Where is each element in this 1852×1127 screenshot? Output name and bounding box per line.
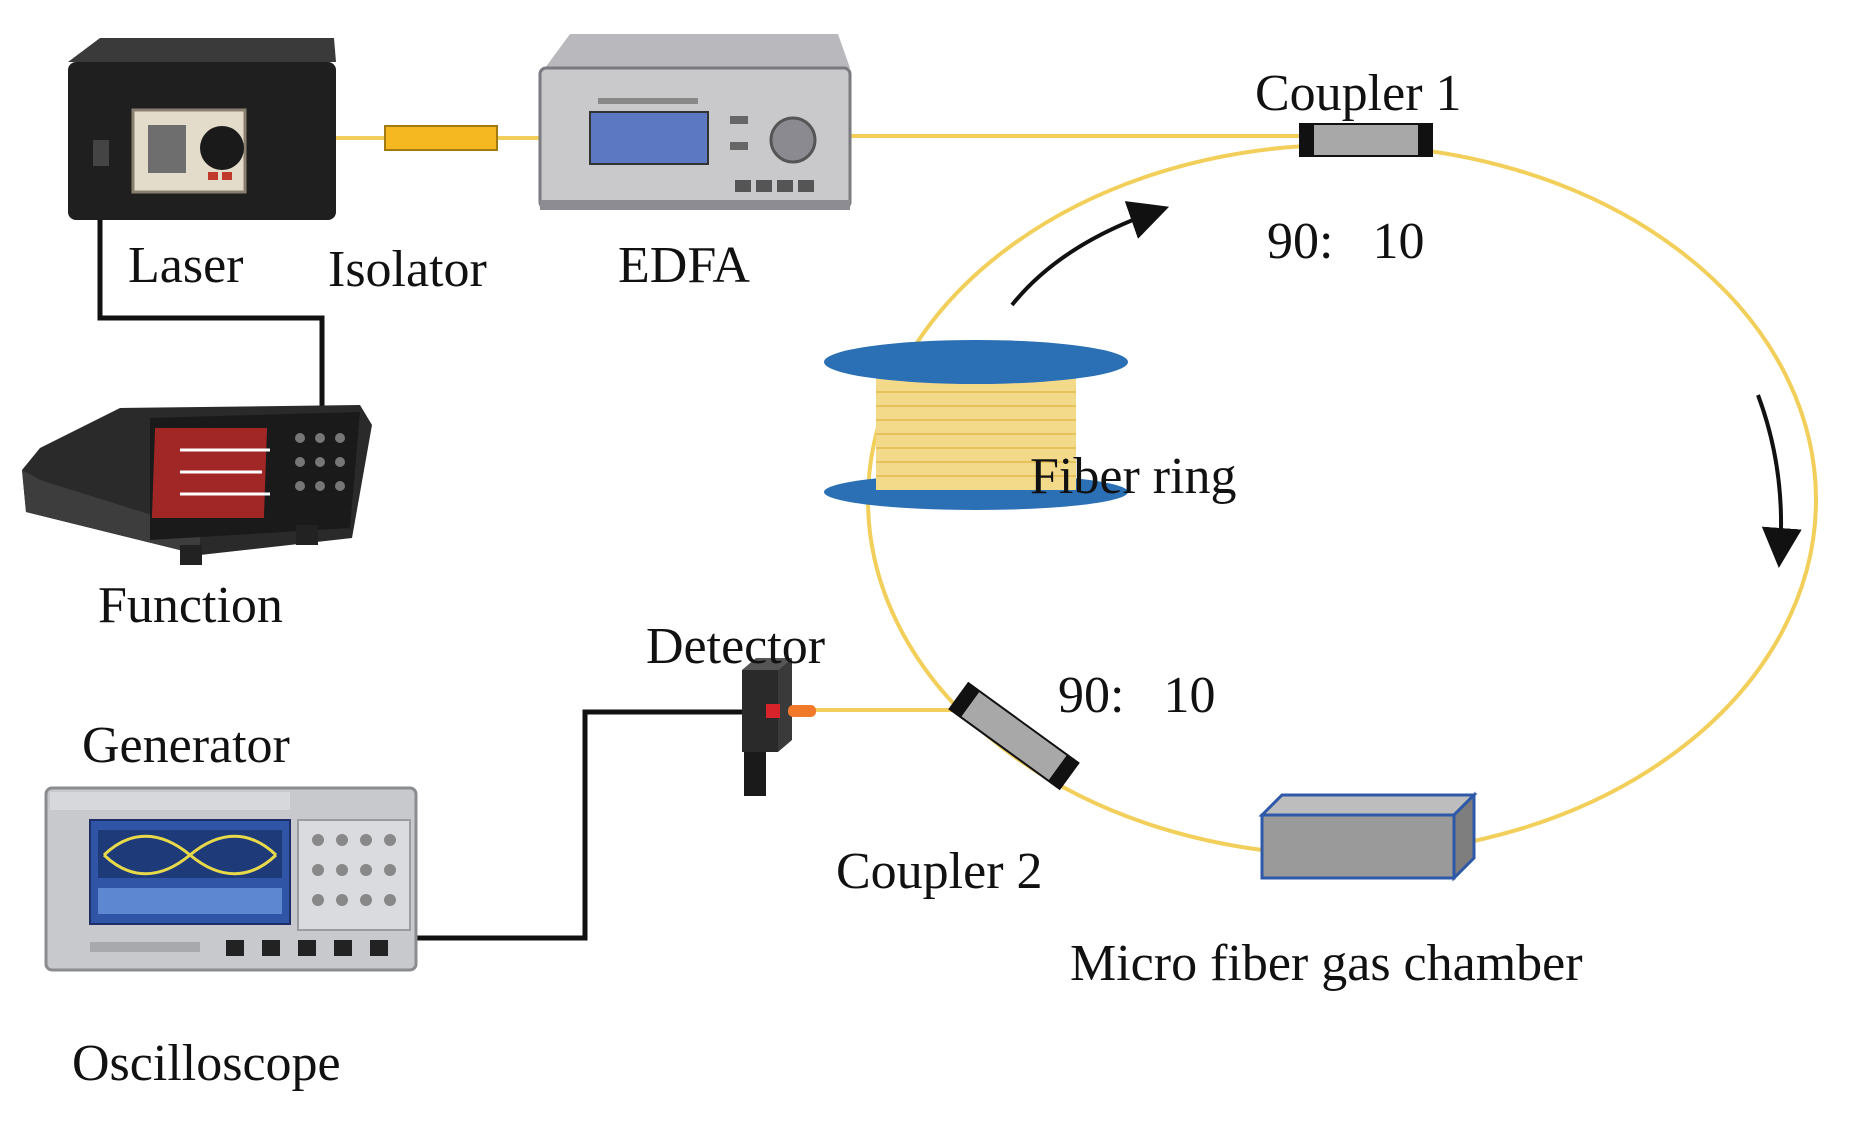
oscilloscope-label: Oscilloscope	[72, 1035, 341, 1092]
fiber-spool-icon	[824, 340, 1128, 510]
coupler2-icon	[948, 681, 1080, 791]
laser-label: Laser	[128, 237, 243, 294]
oscilloscope-icon	[44, 786, 418, 972]
coupler2-label: Coupler 2	[836, 843, 1043, 900]
coupler2-ratio-label: 90: 10	[1058, 667, 1215, 724]
function-generator-icon	[22, 405, 372, 565]
isolator-label: Isolator	[328, 241, 487, 298]
function-generator-label-line2: Generator	[82, 717, 290, 774]
gas-chamber-label: Micro fiber gas chamber	[1070, 935, 1583, 992]
photodetector-icon	[742, 658, 816, 796]
detector-label: Detector	[646, 618, 825, 675]
fiber-ring-label: Fiber ring	[1030, 448, 1237, 505]
edfa-label: EDFA	[618, 237, 750, 294]
oscilloscope-to-detector-cable	[415, 709, 745, 941]
coupler1-icon	[1299, 123, 1433, 157]
coupler1-label: Coupler 1	[1255, 65, 1462, 122]
coupler1-ratio-label: 90: 10	[1267, 213, 1424, 270]
ring-direction-arrow-top	[1010, 201, 1170, 307]
isolator-icon	[384, 125, 498, 151]
ring-direction-arrow-right	[1756, 394, 1802, 568]
gas-chamber-icon	[1258, 791, 1478, 882]
laser-source-icon	[68, 38, 336, 220]
optical-amplifier-icon	[538, 34, 852, 210]
laser-to-function-generator-cable	[97, 165, 325, 488]
function-generator-label-line1: Function	[98, 577, 283, 634]
